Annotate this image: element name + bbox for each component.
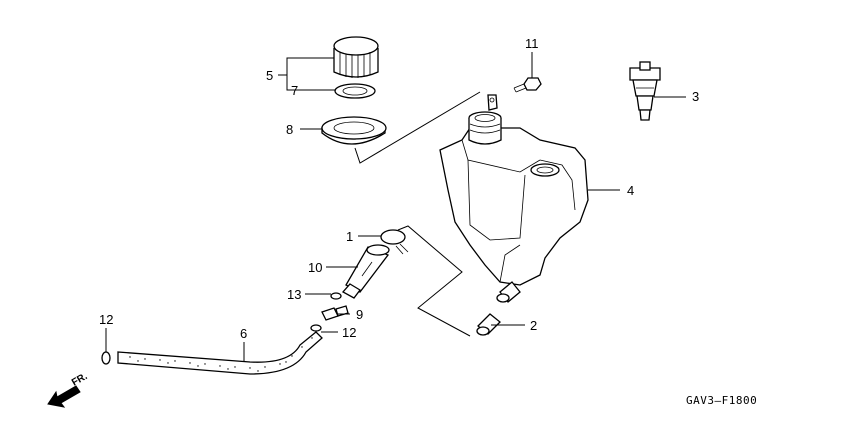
callout-13: 13: [287, 287, 301, 302]
callout-9: 6: [240, 326, 247, 341]
callout-11: 11: [525, 36, 539, 51]
cap-seal: [334, 83, 376, 99]
bolt: [513, 77, 542, 93]
fitting: [321, 305, 349, 321]
callout-12b: 12: [342, 325, 356, 340]
hose-end-clip: [101, 351, 111, 365]
front-direction-arrow: FR.: [47, 371, 90, 408]
callout-1: 1: [346, 229, 353, 244]
callout-3: 3: [692, 89, 699, 104]
gasket-bracket: [354, 91, 481, 164]
callout-5: 9: [356, 307, 363, 322]
filler-cap: [333, 36, 379, 78]
outlet-hose: [476, 313, 501, 336]
tank: [439, 94, 589, 303]
tank-gasket: [321, 116, 387, 145]
hose-clip-lower: [310, 324, 322, 332]
hose-joint: [341, 244, 390, 299]
callout-10: 10: [308, 260, 322, 275]
drawing-code: GAV3–F1800: [686, 394, 757, 407]
breather-hose: [117, 331, 323, 375]
callout-2: 2: [530, 318, 537, 333]
direction-label: FR.: [70, 371, 90, 389]
level-sender: [629, 61, 661, 121]
callout-12a: 12: [99, 312, 113, 327]
callout-8: 8: [286, 122, 293, 137]
callout-6: 5: [266, 68, 273, 83]
leader-6: [278, 57, 334, 91]
hose-clip: [380, 229, 409, 255]
hose-bracket: [397, 225, 471, 337]
small-clip: [330, 292, 342, 300]
callout-4: 4: [627, 183, 634, 198]
callout-7: 7: [291, 83, 298, 98]
